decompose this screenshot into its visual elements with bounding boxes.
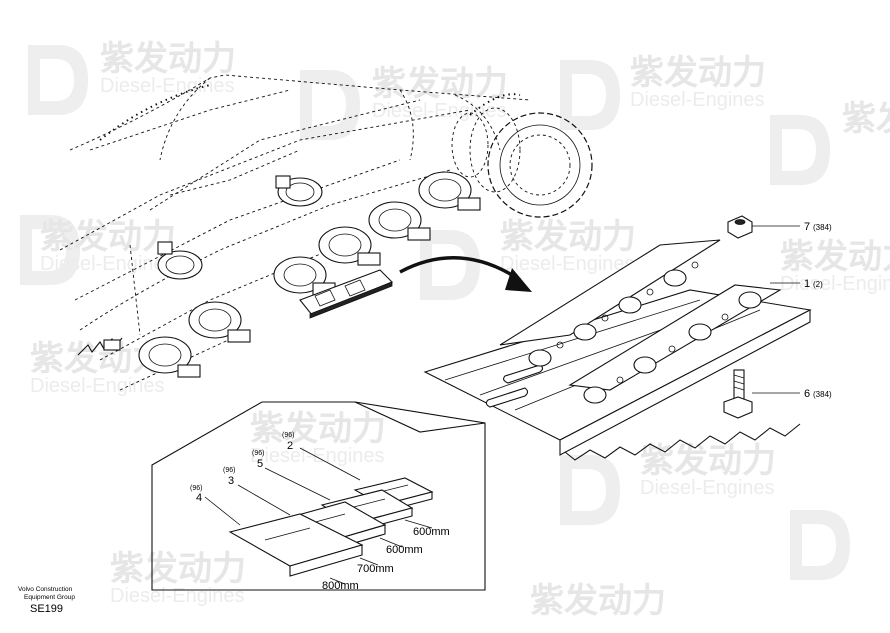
callout-id: 6 xyxy=(804,388,810,400)
track-spring xyxy=(77,337,123,356)
callout-id: 7 xyxy=(804,221,810,233)
watermark-brand-en: Diesel-Engines xyxy=(30,375,165,397)
track-chain-detail xyxy=(423,239,812,461)
watermark-brand-en: Diesel-Engines xyxy=(640,477,775,499)
shoe-width: 800mm xyxy=(322,580,359,592)
bolt xyxy=(723,369,753,419)
shoe-plate xyxy=(228,513,364,577)
carrier-roller xyxy=(157,241,203,280)
watermark-logo-icon xyxy=(560,455,620,525)
watermark-logo-icon xyxy=(20,215,80,285)
watermark-logo-icon xyxy=(560,60,620,130)
track-link-segment xyxy=(299,269,393,319)
detail-arrow xyxy=(399,256,532,292)
track-roller xyxy=(188,301,251,343)
shoe-id: 2 xyxy=(287,440,293,452)
callout-leaders xyxy=(752,225,800,394)
watermark-logo-icon xyxy=(790,510,850,580)
callout-qty: (384) xyxy=(813,390,832,399)
nut xyxy=(727,215,753,239)
watermark-logo-icon xyxy=(420,230,480,300)
shoe-options-inset xyxy=(151,401,486,591)
company-line-1: Volvo Construction xyxy=(18,586,73,593)
watermark-brand-en: Diesel-Engines xyxy=(40,253,175,275)
track-roller xyxy=(368,201,431,241)
shoe-width: 600mm xyxy=(413,526,450,538)
watermark-brand-cn: 紫发动力 xyxy=(630,53,766,93)
watermark-layer: 紫发动力 Diesel-Engines 紫发动力 Diesel-Engines … xyxy=(20,39,890,621)
watermark-logo-icon xyxy=(300,70,360,140)
watermark-brand-cn: 紫发动力 xyxy=(40,217,176,257)
shoe-width: 700mm xyxy=(357,563,394,575)
callout-id: 1 xyxy=(804,278,810,290)
watermark-logo-icon xyxy=(28,45,88,115)
callout-qty: (384) xyxy=(813,223,832,232)
shoe-callout-2: (96) 2 600mm xyxy=(282,432,450,538)
watermark-brand-cn: 紫发动力 xyxy=(530,581,666,621)
shoe-callout-5: (96) 5 600mm xyxy=(252,450,423,556)
callout-link-assembly: 1 (2) xyxy=(804,278,823,290)
drawing-code: SE199 xyxy=(30,603,63,615)
track-rollers xyxy=(77,171,481,378)
watermark-brand-en: Diesel-Engines xyxy=(780,273,890,295)
watermark-brand-cn: 紫发动力 xyxy=(110,549,246,589)
track-roller xyxy=(273,256,336,296)
link-bolt-holes xyxy=(556,261,729,384)
shoe-callout-3: (96) 3 700mm xyxy=(223,467,394,575)
carrier-roller xyxy=(275,175,323,207)
watermark-brand-en: Diesel-Engines xyxy=(110,585,245,607)
shoe-qty: (96) xyxy=(190,485,202,492)
track-pins xyxy=(528,269,762,404)
shoe-id: 4 xyxy=(196,492,202,504)
callout-nut: 7 (384) xyxy=(804,221,832,233)
sprocket xyxy=(451,107,593,218)
watermark-brand-cn: 紫发动力 xyxy=(780,237,890,277)
watermark-brand-cn: 紫发动力 xyxy=(250,409,386,449)
company-line-2: Equipment Group xyxy=(24,594,75,601)
watermark-brand-cn: 紫发动力 xyxy=(500,217,636,257)
shoe-id: 3 xyxy=(228,475,234,487)
watermark-brand-en: Diesel-Engines xyxy=(630,89,765,111)
track-roller xyxy=(418,171,481,211)
watermark-brand-en: Diesel-Engines xyxy=(100,75,235,97)
watermark-brand-cn: 紫发动力 xyxy=(100,39,236,79)
shoe-id: 5 xyxy=(257,458,263,470)
callout-bolt: 6 (384) xyxy=(804,388,832,400)
callout-qty: (2) xyxy=(813,280,823,289)
watermark-brand-en: Diesel-Engines xyxy=(500,253,635,275)
track-roller xyxy=(318,226,381,266)
watermark-brand-cn: 紫发动力 xyxy=(842,99,890,139)
watermark-brand-cn: 紫发动力 xyxy=(372,64,508,104)
shoe-qty: (96) xyxy=(252,450,264,457)
shoe-qty: (96) xyxy=(282,432,294,439)
shoe-callout-4: (96) 4 800mm xyxy=(190,485,359,592)
watermark-logo-icon xyxy=(770,115,830,185)
shoe-qty: (96) xyxy=(223,467,235,474)
shoe-width: 600mm xyxy=(386,544,423,556)
footer-credit: Volvo Construction Equipment Group SE199 xyxy=(18,586,75,615)
watermark-brand-cn: 紫发动力 xyxy=(640,441,776,481)
track-roller xyxy=(138,336,201,378)
watermark-brand-en: Diesel-Engines xyxy=(250,445,385,467)
